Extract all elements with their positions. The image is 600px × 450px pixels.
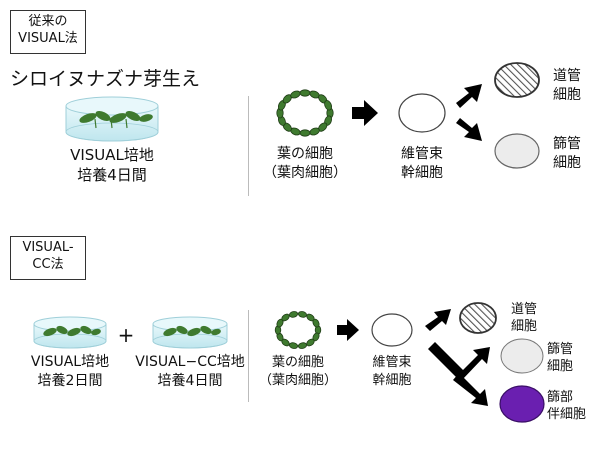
chloroplast <box>324 100 333 111</box>
stem-cell-label-bottom-2: 幹細胞 <box>372 373 412 388</box>
stem-cell-bottom <box>371 313 413 347</box>
stem-cell-top <box>398 93 446 133</box>
plant-name: シロイヌナズナ芽生え <box>10 68 201 90</box>
plus-sign: + <box>117 323 135 347</box>
culture-medium-label: VISUAL培地 <box>70 146 154 164</box>
culture1-days-label: 培養2日間 <box>37 373 103 389</box>
arrow-to-phloem-top <box>456 118 482 141</box>
stem-cell-label-top-2: 幹細胞 <box>401 165 443 181</box>
method-label-conventional-line2: VISUAL法 <box>18 31 78 46</box>
method-label-box-conventional <box>10 10 86 54</box>
phloem-label-bottom-2: 細胞 <box>547 359 574 374</box>
culture-days-label: 培養4日間 <box>77 166 147 184</box>
phloem-label-top-2: 細胞 <box>553 155 581 171</box>
chloroplast <box>288 311 299 318</box>
chloroplast <box>299 129 311 137</box>
arrow-branch-bottom <box>428 342 490 406</box>
xylem-label-bottom-1: 道管 <box>511 302 538 317</box>
method-label-cc-line2: CC法 <box>32 257 64 272</box>
culture2-days-label: 培養4日間 <box>157 373 223 389</box>
arrow-to-xylem-top <box>456 84 482 108</box>
arrow-leaf-to-stem-bottom <box>337 319 359 341</box>
xylem-label-bottom-2: 細胞 <box>511 319 538 334</box>
companion-label-1: 篩部 <box>547 390 574 405</box>
method-label-conventional-line1: 従来の <box>28 14 68 29</box>
phloem-cell-bottom <box>500 338 544 374</box>
culture1-medium-label: VISUAL培地 <box>30 354 110 370</box>
culture2-medium-label: VISUAL−CC培地 <box>135 354 245 370</box>
xylem-cell-bottom <box>459 302 497 334</box>
leaf-cell-label-bottom-2: （葉肉細胞） <box>258 373 338 388</box>
chloroplast <box>281 313 290 322</box>
xylem-cell-top <box>494 62 540 98</box>
petri-dish-bottom-1 <box>33 316 107 349</box>
method-label-cc-line1: VISUAL- <box>22 240 74 255</box>
companion-label-2: 伴細胞 <box>547 407 587 422</box>
seedlings-top <box>79 111 153 129</box>
chloroplast <box>306 338 315 347</box>
leaf-cell-label-bottom-1: 葉の細胞 <box>271 355 325 370</box>
leaf-cell-label-top-1: 葉の細胞 <box>277 146 333 162</box>
xylem-label-top-2: 細胞 <box>553 87 581 103</box>
phloem-label-bottom-1: 篩管 <box>547 342 574 357</box>
phloem-label-top-1: 篩管 <box>553 136 581 152</box>
arrow-leaf-to-stem-top <box>352 100 378 126</box>
petri-dish-bottom-2 <box>152 316 228 349</box>
divider-line-bottom <box>248 310 249 402</box>
chloroplast <box>299 89 311 97</box>
xylem-label-top-1: 道管 <box>553 68 581 84</box>
chloroplast <box>297 342 308 349</box>
leaf-cell-label-top-2: （葉肉細胞） <box>263 165 347 181</box>
stem-cell-label-top-1: 維管束 <box>401 146 443 162</box>
arrow-to-xylem-bottom <box>425 309 451 331</box>
divider-line-top <box>248 96 249 196</box>
companion-cell <box>499 385 545 423</box>
leaf-cell-top <box>276 89 334 137</box>
leaf-cell-bottom <box>274 311 322 349</box>
method-label-box-cc <box>10 236 86 280</box>
phloem-cell-top <box>494 133 540 169</box>
stem-cell-label-bottom-1: 維管束 <box>372 355 412 370</box>
chloroplast <box>312 318 320 328</box>
